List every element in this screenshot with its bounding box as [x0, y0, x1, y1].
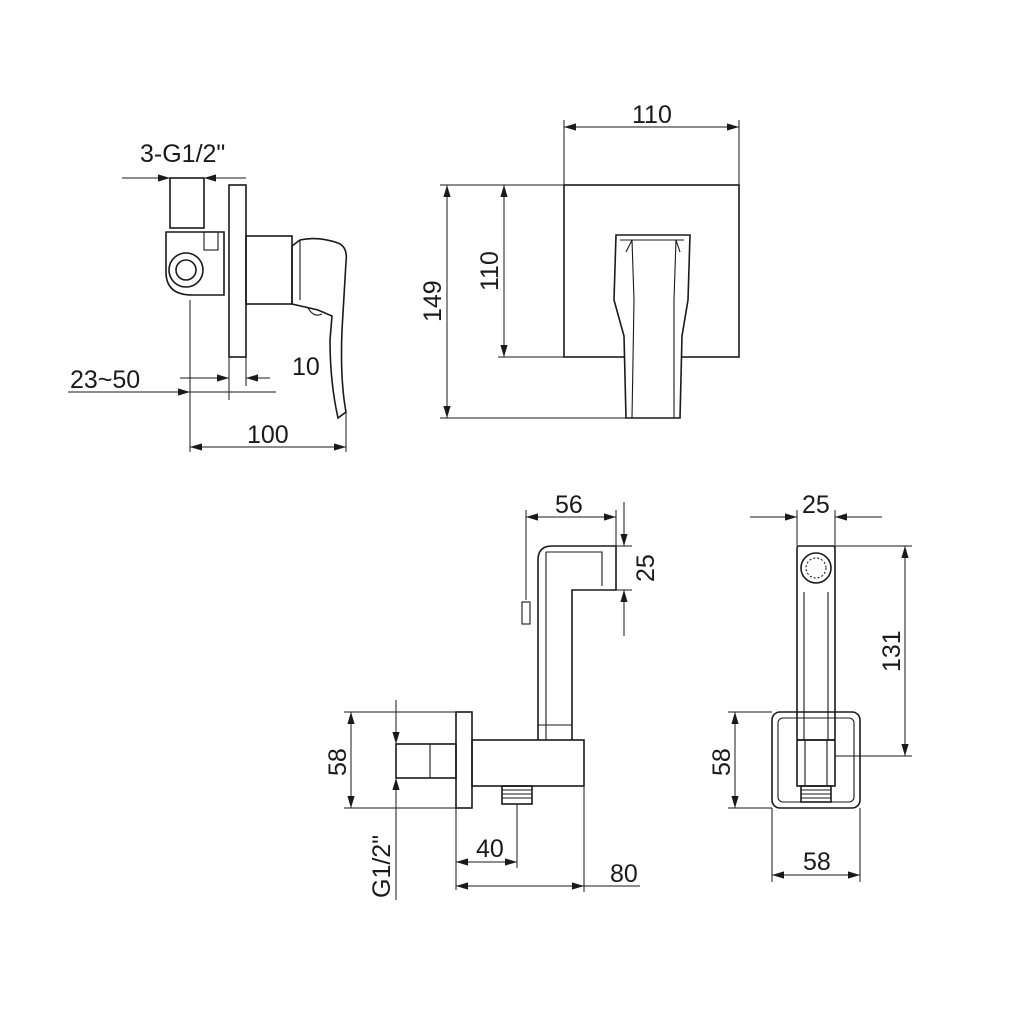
dim-mixer-side-thread-text: 3-G1/2": [140, 140, 225, 168]
dim-shower-head-width: 25: [750, 491, 882, 546]
dim-mixer-side-depth: 100: [190, 412, 347, 452]
holder-side-shower-head: [537, 545, 617, 740]
shower-spray-face-inner: [805, 557, 827, 579]
dim-shower-base-height-text: 58: [708, 748, 736, 776]
shower-spray-face-outer: [800, 552, 832, 584]
mixer-side-wall-plate: [228, 184, 247, 358]
dim-mixer-front-total-text: 149: [419, 280, 447, 322]
dim-shower-length-text: 131: [878, 630, 906, 672]
mixer-side-cartridge: [245, 235, 293, 305]
mixer-front-lever: [613, 234, 691, 419]
dim-holder-top-width-text: 56: [555, 491, 583, 519]
dim-holder-base-height: 58: [324, 711, 456, 809]
dim-mixer-front-width: 110: [563, 101, 740, 185]
dim-mixer-side-depth-text: 100: [247, 421, 289, 449]
mixer-side-outlet-hole: [175, 259, 197, 281]
shower-front-view: 25 131 58 58: [708, 491, 912, 882]
dim-mixer-side-wall-range-text: 23~50: [70, 366, 140, 394]
dim-mixer-front-height: 110: [476, 184, 564, 358]
dim-shower-base-width: 58: [771, 808, 861, 882]
shower-connector-nut: [796, 739, 836, 787]
holder-side-flange: [455, 711, 473, 809]
dim-mixer-front-width-text: 110: [632, 101, 672, 129]
dim-shower-base-width-text: 58: [803, 848, 831, 876]
dim-shower-length: 131: [835, 545, 912, 757]
mixer-side-view: 3-G1/2" 23~50 10 100: [68, 140, 348, 452]
dim-mixer-side-wall-range: 23~50: [68, 300, 276, 452]
dim-mixer-front-height-text: 110: [476, 251, 504, 291]
mixer-side-outlet-ring: [168, 252, 204, 288]
dim-holder-depth-text: 80: [610, 860, 638, 888]
dim-shower-base-height: 58: [708, 711, 772, 809]
dim-holder-depth: 80: [456, 786, 640, 892]
holder-side-view: 56 25 58 G1/2" 40: [324, 491, 660, 900]
dim-mixer-side-plate-text: 10: [292, 353, 320, 381]
dim-holder-thread: G1/2": [368, 700, 400, 900]
mixer-front-view: 110 110 149: [419, 101, 740, 419]
holder-side-outlet: [501, 785, 533, 805]
dim-mixer-side-plate: 10: [180, 353, 320, 400]
mixer-side-lever: [291, 237, 348, 420]
holder-side-body: [471, 739, 585, 787]
dim-holder-outlet-offset-text: 40: [476, 835, 504, 863]
dim-mixer-side-thread: 3-G1/2": [122, 140, 246, 182]
dim-holder-top-width: 56: [525, 491, 617, 600]
shower-base-plate: [771, 711, 861, 809]
dim-holder-outlet-offset: 40: [455, 804, 518, 890]
dim-holder-top-height: 25: [616, 502, 660, 636]
dim-mixer-front-total: 149: [419, 184, 626, 419]
dim-holder-top-height-text: 25: [632, 554, 660, 582]
dim-holder-base-height-text: 58: [324, 748, 352, 776]
dim-holder-thread-text: G1/2": [368, 835, 396, 898]
holder-side-inlet: [395, 743, 457, 779]
mixer-side-inlet-pipe: [169, 177, 205, 229]
mixer-side-connector: [165, 231, 225, 296]
dim-shower-head-width-text: 25: [802, 491, 830, 519]
